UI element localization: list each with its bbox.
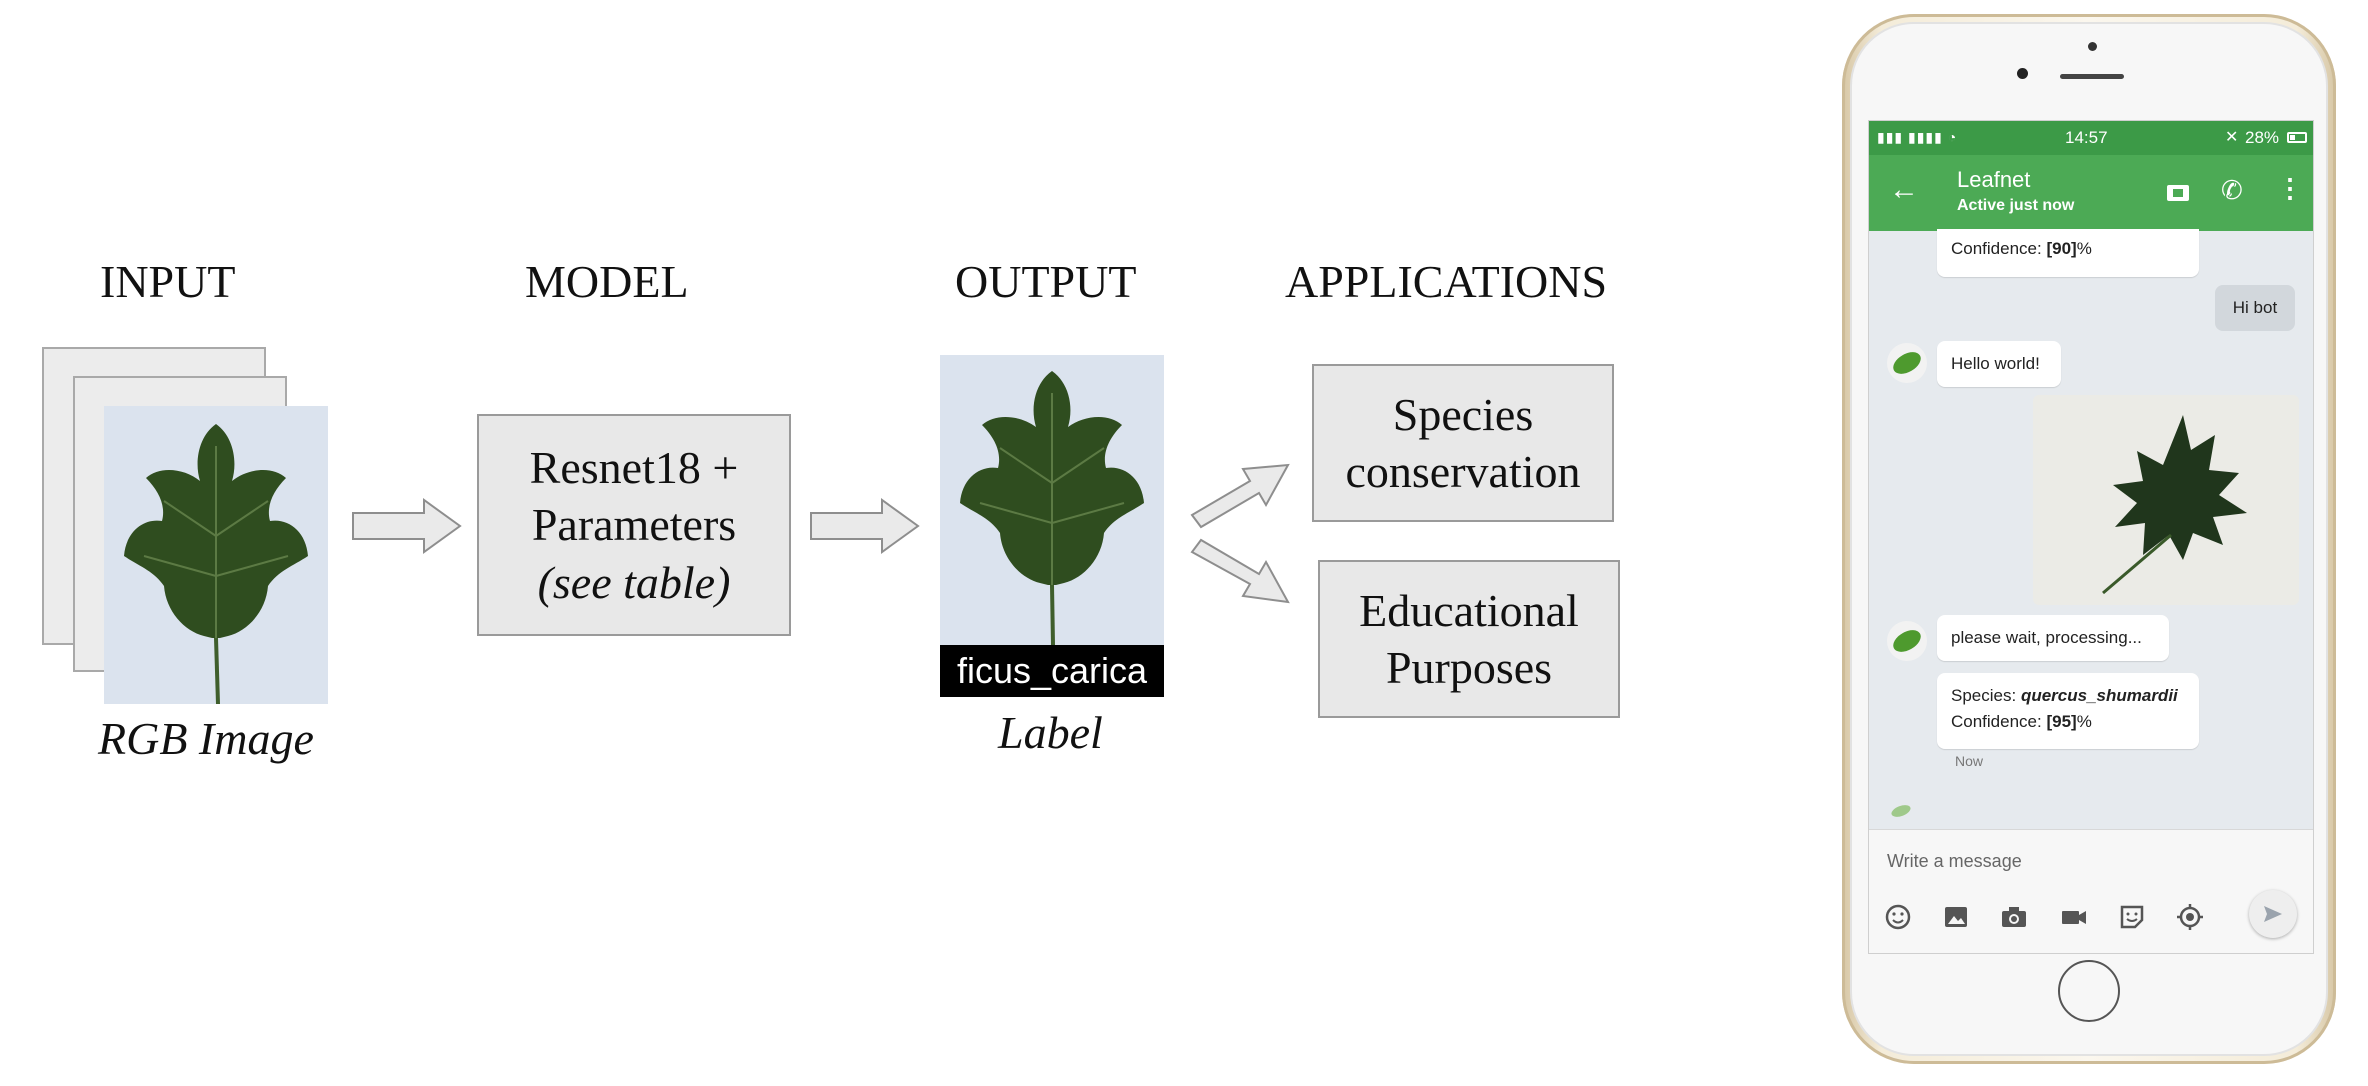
leaf-avatar-icon	[1893, 630, 1921, 652]
bot-processing-text: please wait, processing...	[1951, 628, 2142, 647]
arrow-to-species-conservation	[1190, 463, 1290, 529]
video-icon[interactable]	[2059, 902, 2089, 932]
previous-confidence-label: Confidence:	[1951, 239, 2047, 258]
send-button[interactable]	[2249, 890, 2297, 938]
send-icon	[2264, 906, 2282, 922]
typing-leaf-icon	[1889, 803, 1913, 824]
fig-leaf-icon	[124, 424, 308, 704]
species-value: quercus_shumardii	[2020, 686, 2178, 705]
leaf-avatar-icon	[1893, 352, 1921, 374]
signal-icon: ▮▮▮ ▮▮▮▮ ◔	[1877, 129, 1958, 145]
arrow-model-to-output	[810, 498, 920, 554]
location-icon[interactable]	[2175, 902, 2205, 932]
phone-speaker	[2060, 74, 2124, 79]
oak-leaf-icon	[2102, 415, 2247, 595]
mute-icon: ✕	[2225, 129, 2239, 146]
bot-hello-bubble: Hello world!	[1937, 341, 2061, 387]
input-leaf-image	[104, 406, 328, 704]
bot-result-bubble: Species: quercus_shumardii Confidence: […	[1937, 673, 2199, 749]
phone-home-button[interactable]	[2058, 960, 2120, 1022]
phone-camera-dot	[2088, 42, 2097, 51]
heading-output: OUTPUT	[955, 256, 1137, 307]
previous-confidence-value: [90]	[2046, 239, 2077, 258]
sticker-icon[interactable]	[2117, 902, 2147, 932]
application-box-species: Species conservation	[1312, 364, 1614, 522]
user-message-bubble: Hi bot	[2215, 285, 2295, 331]
confidence-value: [95]	[2046, 712, 2077, 731]
battery-icon	[2287, 132, 2307, 143]
fig-leaf-icon	[960, 371, 1144, 645]
chat-title: Leafnet	[1957, 167, 2031, 192]
bot-hello-text: Hello world!	[1951, 354, 2040, 373]
input-caption: RGB Image	[98, 713, 314, 764]
chat-header: ← Leafnet Active just now ✆ ⋮	[1869, 155, 2313, 231]
camera-icon[interactable]	[1999, 902, 2029, 932]
application-box-educational: Educational Purposes	[1318, 560, 1620, 718]
confidence-suffix: %	[2076, 712, 2092, 731]
chat-subtitle: Active just now	[1957, 197, 2075, 214]
model-line-3: (see table)	[537, 556, 731, 608]
sent-leaf-photo[interactable]	[2033, 395, 2299, 605]
output-caption: Label	[998, 707, 1103, 758]
heading-model: MODEL	[525, 256, 689, 307]
model-line-2: Parameters	[531, 499, 737, 551]
heading-input: INPUT	[100, 256, 236, 307]
phone-screen: ▮▮▮ ▮▮▮▮ ◔ 14:57 ✕ 28% ← Leafnet Active …	[1868, 120, 2314, 954]
species-label: Species:	[1951, 686, 2021, 705]
heading-applications: APPLICATIONS	[1285, 256, 1608, 307]
phone-call-icon[interactable]: ✆	[2221, 175, 2243, 205]
bot-avatar	[1887, 621, 1927, 661]
arrow-to-educational-purposes	[1190, 538, 1290, 604]
status-time: 14:57	[2065, 128, 2108, 147]
output-label: ficus_carica	[940, 645, 1164, 697]
emoji-icon[interactable]	[1883, 902, 1913, 932]
application-educational-line-2: Purposes	[1385, 642, 1553, 693]
back-arrow-icon[interactable]: ←	[1889, 173, 1919, 206]
video-call-icon[interactable]	[2167, 185, 2189, 201]
previous-confidence-suffix: %	[2076, 239, 2092, 258]
arrow-input-to-model	[352, 498, 462, 554]
message-composer: Write a message	[1869, 829, 2313, 953]
model-line-1: Resnet18 +	[529, 441, 739, 493]
more-options-icon[interactable]: ⋮	[2277, 173, 2303, 203]
bot-processing-bubble: please wait, processing...	[1937, 615, 2169, 661]
application-species-line-1: Species	[1392, 388, 1534, 440]
message-input[interactable]: Write a message	[1887, 851, 2022, 871]
output-leaf-image	[940, 355, 1164, 645]
user-message-text: Hi bot	[2232, 298, 2278, 317]
application-species-line-2: conservation	[1345, 446, 1581, 497]
battery-percent: 28%	[2245, 128, 2280, 147]
model-box: Resnet18 + Parameters (see table)	[477, 414, 791, 636]
status-bar: ▮▮▮ ▮▮▮▮ ◔ 14:57 ✕ 28%	[1869, 121, 2313, 155]
previous-confidence-bubble: Confidence: [90]%	[1937, 229, 2199, 277]
bot-avatar	[1887, 343, 1927, 383]
image-icon[interactable]	[1941, 902, 1971, 932]
message-timestamp: Now	[1955, 753, 1984, 769]
phone-front-camera	[2017, 68, 2028, 79]
species-line: Species: quercus_shumardii	[1951, 683, 2185, 709]
confidence-label: Confidence:	[1951, 712, 2047, 731]
confidence-line: Confidence: [95]%	[1951, 709, 2185, 735]
application-educational-line-1: Educational	[1359, 584, 1579, 636]
